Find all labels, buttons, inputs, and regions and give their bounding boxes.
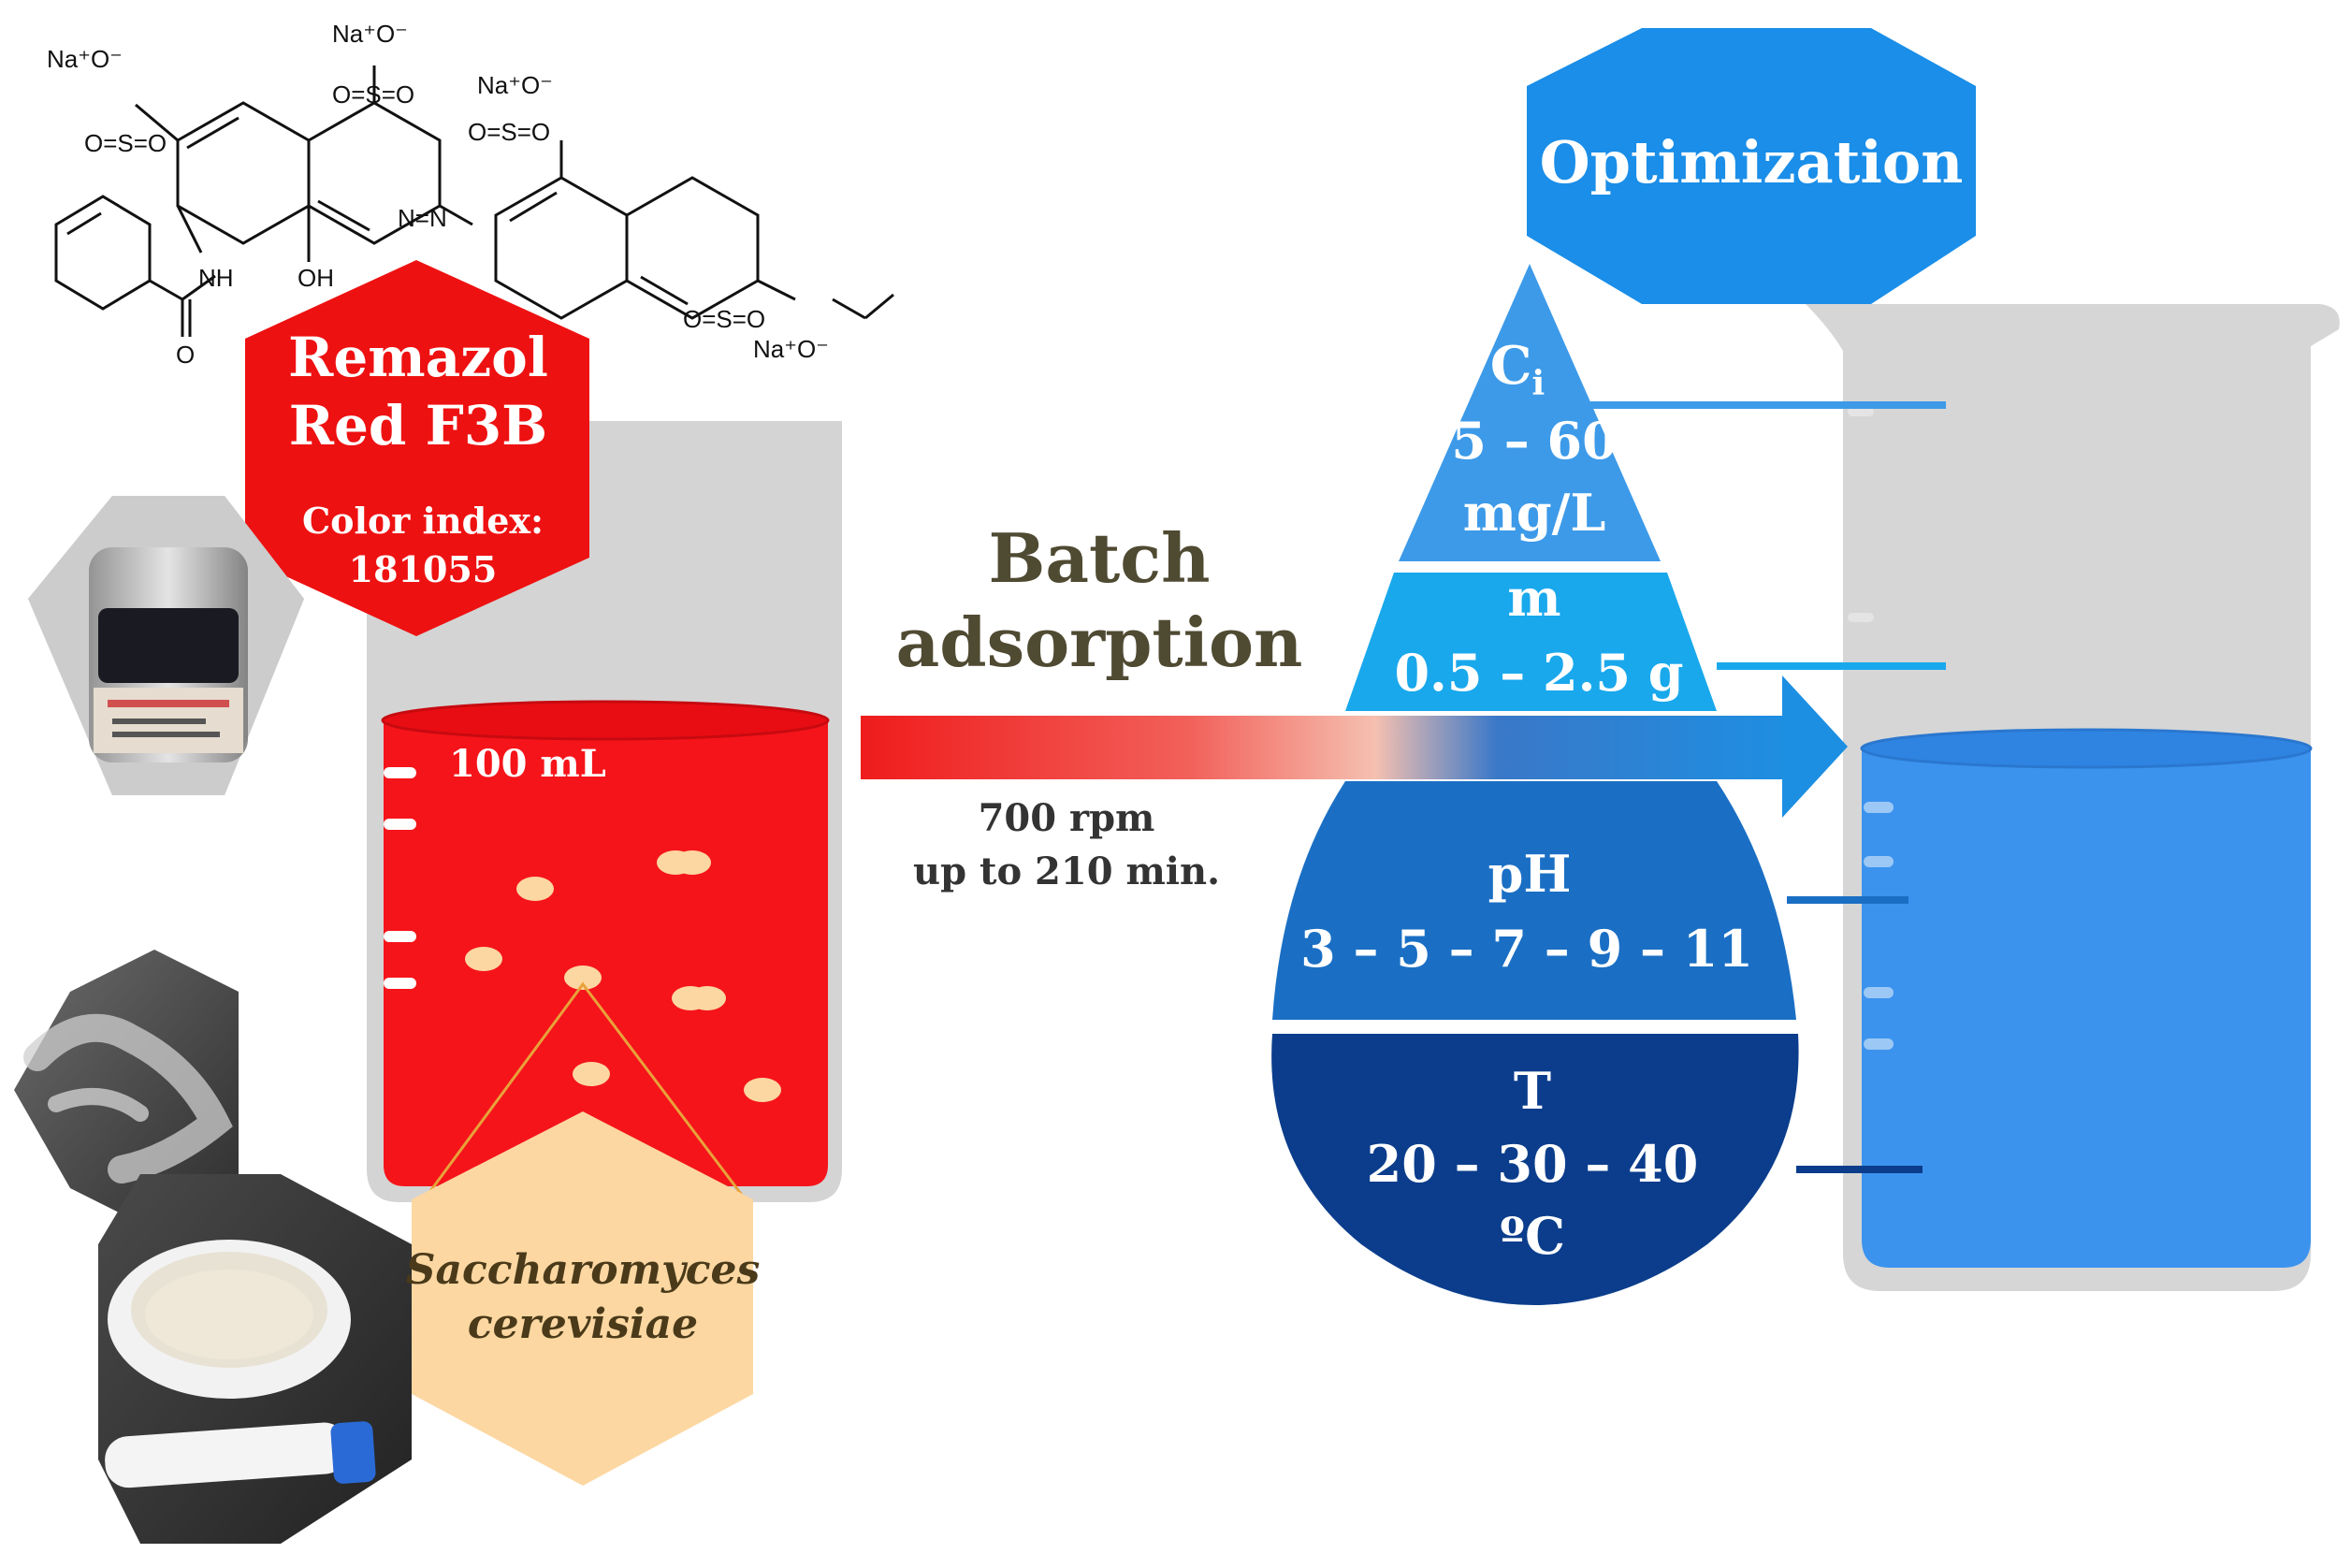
svg-text:Na⁺O⁻: Na⁺O⁻ [477, 71, 553, 99]
svg-text:Na⁺O⁻: Na⁺O⁻ [753, 335, 829, 363]
param-m-symbol: m [1507, 568, 1560, 628]
param-t-symbol: T [1514, 1061, 1551, 1121]
svg-text:O=S=O: O=S=O [332, 80, 414, 109]
yeast-callout-lines [424, 981, 746, 1198]
svg-text:Na⁺O⁻: Na⁺O⁻ [332, 20, 408, 48]
svg-text:O: O [176, 341, 195, 369]
color-index-label: Color index: [302, 500, 544, 542]
dye-name-line1: Remazol [288, 326, 548, 389]
param-ph-symbol: pH [1488, 844, 1572, 904]
param-t-range: 20 – 30 – 40 [1367, 1134, 1699, 1194]
param-connectors [1590, 401, 1946, 1173]
biosorbent-name-line2: cerevisiae [468, 1300, 698, 1348]
optimization-title: Optimization [1540, 128, 1964, 196]
svg-text:O=S=O: O=S=O [683, 305, 765, 333]
yeast-cells [465, 850, 781, 1102]
right-beaker [1806, 304, 2340, 1291]
param-ci-segment [1399, 264, 1661, 561]
svg-text:OH: OH [298, 264, 334, 292]
svg-text:Na⁺O⁻: Na⁺O⁻ [47, 45, 123, 73]
process-speed: 700 rpm [979, 796, 1155, 840]
biosorbent-name-line1: Saccharomyces [406, 1246, 761, 1294]
param-t-segment [1271, 1034, 1799, 1305]
left-beaker-liquid [384, 720, 828, 1186]
biosorbent-hexagon: Saccharomyces cerevisiae [406, 1111, 761, 1486]
yeast-powder-photo [98, 1174, 412, 1544]
param-ph-segment [1272, 781, 1796, 1020]
svg-text:O=S=O: O=S=O [84, 129, 167, 157]
param-t-unit: ºC [1500, 1206, 1565, 1266]
param-m-segment [1345, 573, 1717, 711]
param-ci-range: 5 – 60 [1451, 411, 1617, 471]
volume-label: 100 mL [449, 742, 606, 786]
svg-text:O=S=O: O=S=O [468, 118, 550, 146]
process-label: Batch adsorption 700 rpm up to 210 min. [896, 518, 1303, 893]
svg-text:NH: NH [198, 264, 234, 292]
left-beaker: 100 mL [367, 421, 842, 1202]
dye-chemical-structure [54, 65, 894, 337]
param-ci-unit: mg/L [1463, 483, 1606, 543]
param-labels: Ci 5 – 60 mg/L m 0.5 – 2.5 g pH 3 – 5 – … [1300, 335, 1753, 1266]
process-arrow [861, 675, 1848, 818]
process-time: up to 210 min. [913, 849, 1220, 893]
param-m-range: 0.5 – 2.5 g [1394, 643, 1683, 703]
yeast-sem-photo [14, 950, 239, 1230]
process-title-line1: Batch [989, 518, 1211, 598]
dye-jar-photo [28, 496, 304, 795]
svg-text:N=N: N=N [398, 204, 447, 232]
dye-name-line2: Red F3B [289, 394, 547, 457]
dye-hexagon: Remazol Red F3B Color index: 181055 [245, 260, 589, 636]
param-ph-range: 3 – 5 – 7 – 9 – 11 [1300, 919, 1753, 979]
color-index-value: 181055 [349, 548, 498, 590]
process-title-line2: adsorption [896, 603, 1303, 682]
optimization-hexagon: Optimization [1527, 28, 1976, 304]
right-beaker-liquid [1862, 748, 2311, 1268]
dye-structure-labels: Na⁺O⁻ O=S=O Na⁺O⁻ O=S=O Na⁺O⁻ O=S=O N=N … [47, 20, 829, 369]
optimization-drop [1271, 264, 1799, 1305]
param-ci-symbol: Ci [1490, 335, 1545, 403]
